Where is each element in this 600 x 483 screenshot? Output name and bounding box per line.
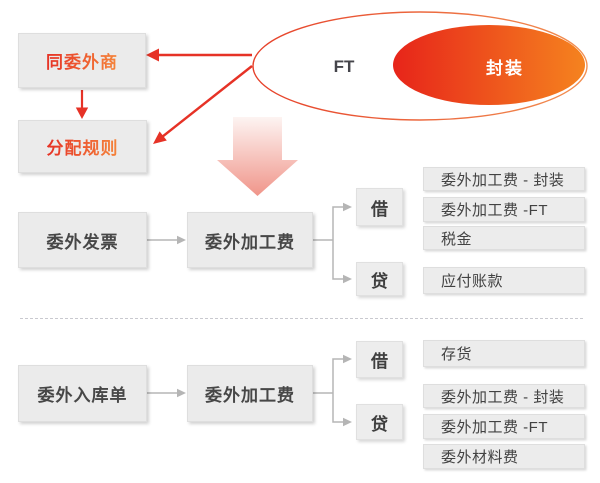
processing-fee-box-bottom: 委外加工费 (187, 365, 313, 422)
arrow-ellipse-to-rules (153, 65, 253, 144)
package-region-label: 封装 (486, 58, 524, 78)
outsourcing-receipt-box: 委外入库单 (18, 365, 147, 422)
debit-item: 委外加工费 -FT (423, 197, 585, 222)
allocation-rule-box: 分配规则 (18, 120, 147, 173)
branch-connector-middle (313, 202, 352, 284)
flow-arrow-invoice-to-fee (147, 235, 186, 245)
allocation-rule-label: 分配规则 (47, 134, 119, 159)
debit-box-bottom: 借 (356, 341, 403, 378)
debit-item: 委外加工费 - 封装 (423, 167, 585, 191)
flow-arrow-receipt-to-fee (147, 388, 186, 398)
credit-box-middle: 贷 (356, 262, 403, 296)
arrow-supplier-to-rules (75, 90, 89, 119)
outsourcing-invoice-box: 委外发票 (18, 212, 147, 268)
supplier-box-label: 同委外商 (46, 48, 118, 73)
supplier-box: 同委外商 (18, 33, 146, 88)
credit-item: 委外加工费 - 封装 (423, 384, 585, 408)
debit-item: 存货 (423, 340, 585, 367)
processing-fee-box-middle: 委外加工费 (187, 212, 313, 268)
big-down-arrow (217, 117, 298, 196)
credit-item: 应付账款 (423, 267, 585, 294)
branch-connector-bottom (313, 354, 352, 427)
arrow-ellipse-to-supplier (146, 48, 252, 62)
debit-box-middle: 借 (356, 188, 403, 226)
section-divider (20, 318, 583, 319)
credit-item: 委外加工费 -FT (423, 414, 585, 439)
ft-region-label: FT (333, 57, 355, 76)
credit-item: 委外材料费 (423, 444, 585, 469)
credit-box-bottom: 贷 (356, 404, 403, 440)
scope-ellipse-inner (393, 25, 585, 105)
debit-item: 税金 (423, 226, 585, 250)
